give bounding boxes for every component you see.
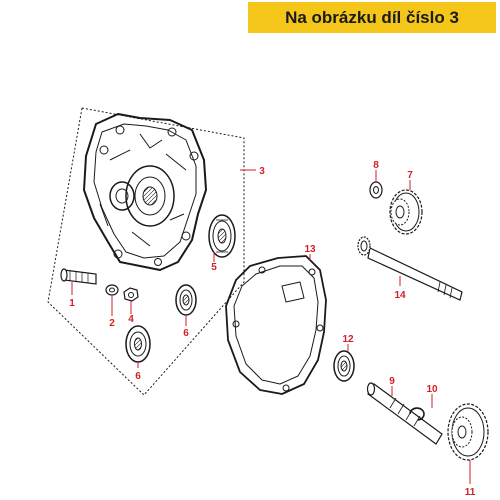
callout-3: 3: [259, 166, 265, 177]
bearing-part-6-lower[interactable]: [125, 325, 151, 363]
washer-part-8[interactable]: [369, 181, 383, 199]
gasket-part-13[interactable]: [225, 255, 327, 395]
callout-1: 1: [69, 298, 75, 309]
washer-part-2[interactable]: [105, 284, 119, 296]
nut-part-4[interactable]: [123, 287, 139, 302]
callout-12: 12: [342, 334, 354, 345]
callout-2: 2: [109, 318, 115, 329]
callout-13: 13: [304, 244, 316, 255]
callout-8: 8: [373, 160, 379, 171]
transmission-case-cover[interactable]: [83, 113, 207, 271]
callout-10: 10: [426, 384, 438, 395]
bolt-part-1[interactable]: [60, 268, 97, 285]
callout-7: 7: [407, 170, 413, 181]
bearing-part-6-upper[interactable]: [175, 284, 197, 316]
bearing-part-5[interactable]: [208, 214, 236, 258]
circlip-part-10[interactable]: [409, 407, 425, 421]
gear-part-7[interactable]: [389, 189, 423, 235]
gear-part-11[interactable]: [447, 403, 489, 461]
info-banner: Na obrázku díl číslo 3: [248, 2, 496, 33]
callout-6-lower: 6: [135, 371, 141, 382]
callout-5: 5: [211, 262, 217, 273]
bearing-part-12[interactable]: [333, 350, 355, 382]
callout-11: 11: [465, 487, 476, 498]
callout-4: 4: [128, 314, 134, 325]
banner-text: Na obrázku díl číslo 3: [285, 7, 459, 27]
leader-lines: [71, 169, 471, 484]
callout-14: 14: [394, 290, 406, 301]
part-group-outline: [47, 107, 245, 396]
shaft-part-9[interactable]: [366, 382, 443, 445]
callout-labels: 1 2 3 4 5 6 6 7 8 9 10 11 12 13 14: [69, 160, 476, 498]
callout-6-upper: 6: [183, 328, 189, 339]
callout-9: 9: [389, 376, 395, 387]
shaft-part-14[interactable]: [357, 236, 463, 301]
